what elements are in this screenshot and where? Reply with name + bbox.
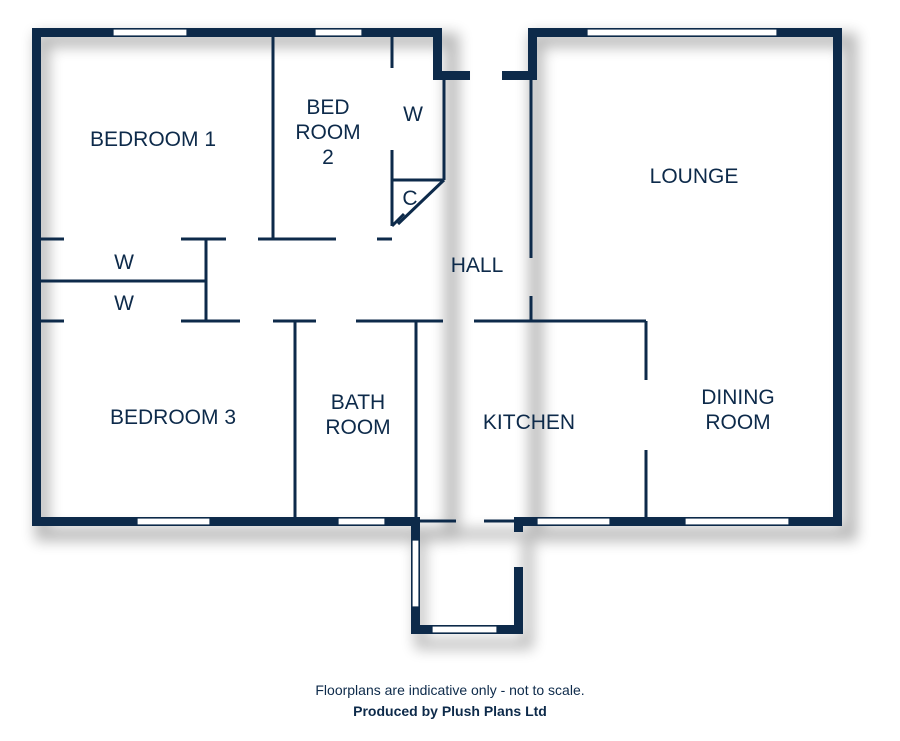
window [136, 517, 211, 526]
room-label-bedroom-1: BEDROOM 1 [90, 128, 216, 151]
room-label-line: BEDROOM 1 [90, 128, 216, 151]
window [112, 28, 188, 37]
room-label-line: ROOM [325, 416, 390, 439]
room-label-lounge: LOUNGE [650, 165, 739, 188]
wall-shadows [35, 33, 857, 649]
room-label-line: W [403, 103, 423, 126]
window [536, 517, 611, 526]
window [314, 28, 363, 37]
room-label-line: ROOM [295, 121, 360, 144]
room-label-wardrobe-lower: W [114, 292, 134, 315]
room-label-cupboard: C [402, 187, 417, 210]
credit-text: Produced by Plush Plans Ltd [353, 703, 547, 719]
room-label-line: BED [306, 96, 349, 119]
outer-walls [32, 28, 842, 634]
window [684, 517, 790, 526]
room-label-line: C [402, 187, 417, 210]
room-label-wardrobe-upper: W [114, 251, 134, 274]
room-label-hall: HALL [451, 254, 504, 277]
room-label-line: KITCHEN [483, 411, 575, 434]
window [337, 517, 386, 526]
room-label-line: BEDROOM 3 [110, 406, 236, 429]
interior-walls [41, 37, 648, 523]
room-label-kitchen: KITCHEN [483, 411, 575, 434]
room-label-line: ROOM [705, 411, 770, 434]
room-label-bedroom-3: BEDROOM 3 [110, 406, 236, 429]
room-label-wardrobe-bedroom-2: W [403, 103, 423, 126]
windows [112, 28, 790, 634]
disclaimer-text: Floorplans are indicative only - not to … [315, 682, 585, 698]
room-label-line: W [114, 251, 134, 274]
room-label-line: LOUNGE [650, 165, 739, 188]
room-label-line: HALL [451, 254, 504, 277]
room-label-line: 2 [322, 146, 334, 169]
window [431, 625, 498, 634]
room-label-line: BATH [331, 391, 385, 414]
window [586, 28, 778, 37]
room-label-line: DINING [701, 386, 775, 409]
room-label-line: W [114, 292, 134, 315]
window [411, 539, 420, 608]
